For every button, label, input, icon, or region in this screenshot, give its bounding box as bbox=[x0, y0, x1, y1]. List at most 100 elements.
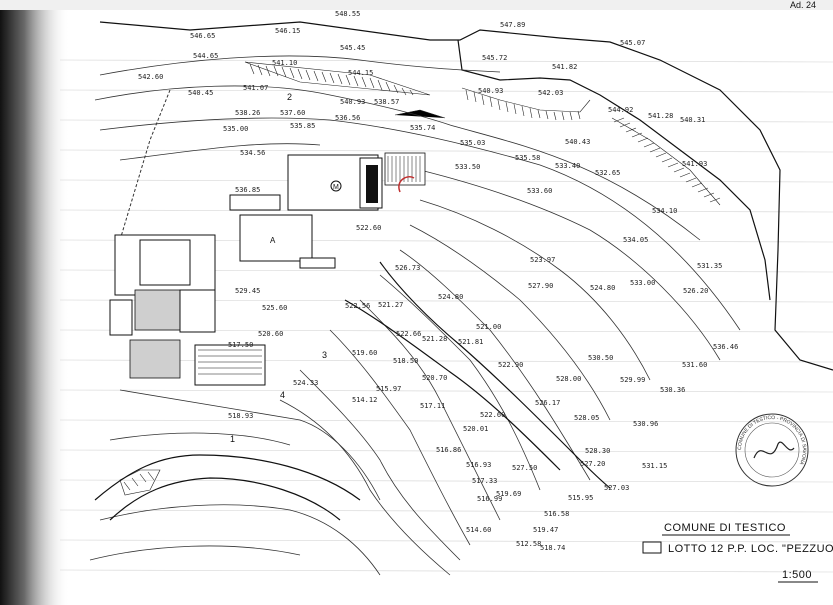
elevation-label: 530.96 bbox=[633, 420, 658, 428]
elevation-label: 521.81 bbox=[458, 338, 483, 346]
site-mark-1: 1 bbox=[230, 434, 235, 444]
elevation-label: 536.46 bbox=[713, 343, 738, 351]
lot-legend-swatch bbox=[642, 541, 662, 554]
elevation-label: 517.33 bbox=[472, 477, 497, 485]
elevation-label: 531.60 bbox=[682, 361, 707, 369]
elevation-label: 538.57 bbox=[374, 98, 399, 106]
elevation-label: 531.15 bbox=[642, 462, 667, 470]
elevation-label: 520.70 bbox=[422, 374, 447, 382]
elevation-label: 529.99 bbox=[620, 376, 645, 384]
elevation-label: 536.56 bbox=[335, 114, 360, 122]
elevation-label: 527.03 bbox=[604, 484, 629, 492]
elevation-label: 516.93 bbox=[466, 461, 491, 469]
lower-road-edge bbox=[109, 477, 341, 521]
elevation-label: 533.60 bbox=[527, 187, 552, 195]
elevation-label: 524.80 bbox=[438, 293, 463, 301]
elevation-label: 541.28 bbox=[648, 112, 673, 120]
municipality-title: COMUNE DI TESTICO bbox=[664, 522, 786, 534]
elevation-label: 512.58 bbox=[516, 540, 541, 548]
elevation-label: 521.00 bbox=[476, 323, 501, 331]
site-mark-2: 2 bbox=[287, 92, 292, 102]
elevation-label: 535.03 bbox=[460, 139, 485, 147]
elevation-label: 540.43 bbox=[565, 138, 590, 146]
elevation-label: 544.65 bbox=[193, 52, 218, 60]
boundary-line-2 bbox=[457, 39, 771, 301]
elevation-label: 534.56 bbox=[240, 149, 265, 157]
elevation-label: 545.45 bbox=[340, 44, 365, 52]
elevation-label: 514.60 bbox=[466, 526, 491, 534]
elevation-label: 546.15 bbox=[275, 27, 300, 35]
elevation-label: 518.74 bbox=[540, 544, 565, 552]
terrace bbox=[384, 152, 426, 186]
elevation-label: 518.50 bbox=[393, 357, 418, 365]
title-block: COMUNE DI TESTICO LOTTO 12 P.P. LOC. "PE… bbox=[642, 522, 833, 583]
elevation-label: 548.55 bbox=[335, 10, 360, 18]
elevation-label: 545.72 bbox=[482, 54, 507, 62]
elevation-label: 521.28 bbox=[422, 335, 447, 343]
building-secondary bbox=[239, 214, 313, 262]
slope-hatching bbox=[119, 61, 721, 496]
elevation-label: 529.45 bbox=[235, 287, 260, 295]
elevation-label: 530.36 bbox=[660, 386, 685, 394]
lower-road bbox=[94, 454, 361, 501]
elevation-label: 522.66 bbox=[396, 330, 421, 338]
site-mark-3: 3 bbox=[322, 350, 327, 360]
red-mark bbox=[398, 176, 415, 193]
elevation-labels: 548.55 546.15 545.45 546.65 544.65 542.6… bbox=[138, 10, 738, 552]
elevation-label: 541.07 bbox=[243, 84, 268, 92]
elevation-label: 542.03 bbox=[538, 89, 563, 97]
elevation-label: 535.58 bbox=[515, 154, 540, 162]
elevation-label: 530.50 bbox=[588, 354, 613, 362]
elevation-label: 547.89 bbox=[500, 21, 525, 29]
elevation-label: 533.00 bbox=[630, 279, 655, 287]
elevation-label: 520.60 bbox=[258, 330, 283, 338]
elevation-label: 517.11 bbox=[420, 402, 445, 410]
elevation-label: 519.47 bbox=[533, 526, 558, 534]
elevation-label: 522.56 bbox=[345, 302, 370, 310]
footpath bbox=[119, 89, 171, 241]
access-road bbox=[379, 261, 611, 489]
elevation-label: 522.90 bbox=[498, 361, 523, 369]
scan-shadow bbox=[0, 0, 70, 605]
elevation-label: 540.45 bbox=[188, 89, 213, 97]
scale-label: 1:500 bbox=[782, 569, 812, 581]
elevation-label: 531.35 bbox=[697, 262, 722, 270]
elevation-label: 540.31 bbox=[680, 116, 705, 124]
elevation-label: 527.20 bbox=[580, 460, 605, 468]
elevation-label: 527.50 bbox=[512, 464, 537, 472]
elevation-label: 515.97 bbox=[376, 385, 401, 393]
elevation-label: 524.80 bbox=[590, 284, 615, 292]
elevation-label: 541.10 bbox=[272, 59, 297, 67]
elevation-label: 526.17 bbox=[535, 399, 560, 407]
elevation-label: 524.33 bbox=[293, 379, 318, 387]
elevation-label: 521.27 bbox=[378, 301, 403, 309]
elevation-label: 535.85 bbox=[290, 122, 315, 130]
elevation-label: 544.15 bbox=[348, 69, 373, 77]
elevation-label: 533.50 bbox=[455, 163, 480, 171]
elevation-label: 541.93 bbox=[682, 160, 707, 168]
elevation-label: 540.93 bbox=[340, 98, 365, 106]
elevation-label: 544.92 bbox=[608, 106, 633, 114]
elevation-label: 535.74 bbox=[410, 124, 435, 132]
elevation-label: 523.97 bbox=[530, 256, 555, 264]
buildings: M A bbox=[109, 152, 426, 386]
elevation-label: 516.58 bbox=[544, 510, 569, 518]
elevation-label: 522.60 bbox=[356, 224, 381, 232]
elevation-label: 546.65 bbox=[190, 32, 215, 40]
corner-tag: Ad. 24 bbox=[790, 0, 816, 10]
elevation-label: 542.60 bbox=[138, 73, 163, 81]
elevation-label: 515.95 bbox=[568, 494, 593, 502]
elevation-label: 528.05 bbox=[574, 414, 599, 422]
elevation-label: 526.73 bbox=[395, 264, 420, 272]
elevation-label: 514.12 bbox=[352, 396, 377, 404]
elevation-label: 526.20 bbox=[683, 287, 708, 295]
site-mark-4: 4 bbox=[280, 390, 285, 400]
elevation-label: 532.65 bbox=[595, 169, 620, 177]
boundary-line bbox=[99, 21, 833, 371]
lot-label: LOTTO 12 P.P. LOC. "PEZZUOLO" bbox=[668, 543, 833, 555]
svg-text:M: M bbox=[333, 184, 339, 191]
elevation-label: 516.86 bbox=[436, 446, 461, 454]
elevation-label: 528.30 bbox=[585, 447, 610, 455]
elevation-label: 519.60 bbox=[352, 349, 377, 357]
